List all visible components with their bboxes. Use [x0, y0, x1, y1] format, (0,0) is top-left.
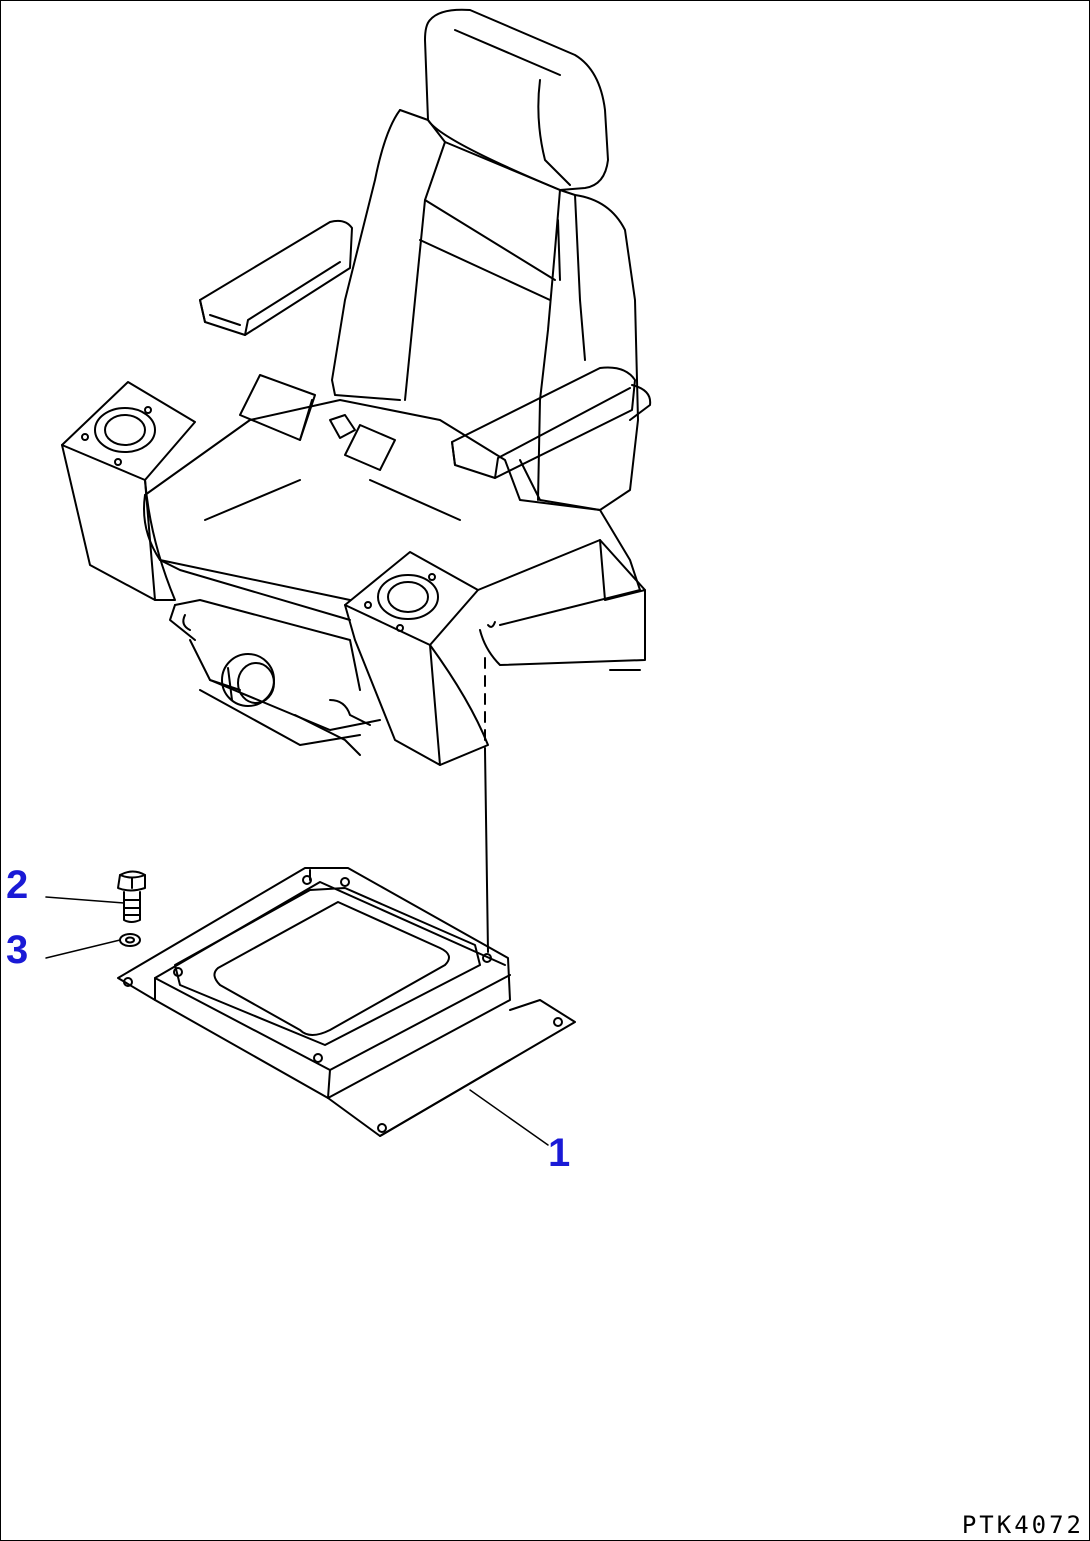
leader-line-1 [469, 1089, 549, 1146]
left-control-box [61, 381, 196, 481]
operator-seat [61, 8, 652, 766]
adjustment-knob [221, 653, 275, 707]
seat-belt-buckle [329, 414, 356, 439]
seat-headrest [424, 8, 609, 191]
bolt [117, 870, 146, 923]
seat-suspension [169, 599, 381, 756]
leader-line-3 [45, 939, 121, 959]
callout-2: 2 [6, 863, 29, 907]
washer [119, 933, 141, 947]
right-control-box [344, 551, 479, 646]
left-armrest [199, 219, 353, 336]
drawing-code: PTK4072 [961, 1511, 1084, 1539]
seat-bracket [117, 867, 576, 1137]
seat-backrest [399, 109, 639, 511]
seat-belt-right [344, 424, 396, 471]
callout-3: 3 [6, 928, 29, 972]
right-armrest [451, 366, 636, 479]
seat-cushion [144, 399, 641, 626]
leader-line-2 [45, 896, 125, 904]
alignment-line-solid [484, 749, 489, 953]
callout-1: 1 [548, 1131, 571, 1175]
